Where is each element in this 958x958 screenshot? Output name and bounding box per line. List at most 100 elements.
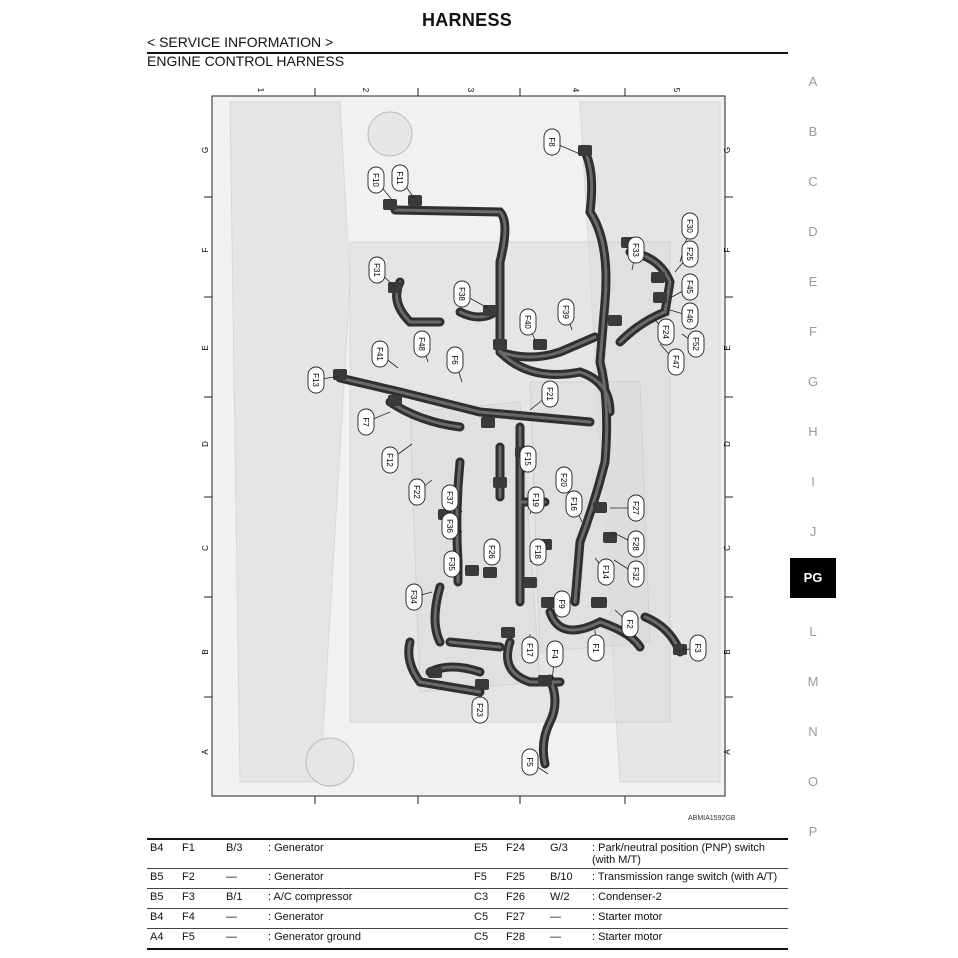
section-title: ENGINE CONTROL HARNESS [147, 53, 345, 69]
cell-conn2: F25 [506, 871, 525, 883]
connector-block-9 [533, 339, 547, 350]
cell-desc: : Generator [268, 871, 324, 883]
connector-label-f6: F6 [450, 355, 459, 365]
connector-label-f52: F52 [691, 337, 700, 351]
connector-label-f15: F15 [523, 452, 532, 466]
index-tab-p[interactable]: P [808, 824, 818, 839]
connector-label-f23: F23 [475, 703, 484, 717]
connector-block-20 [603, 532, 617, 543]
engine-round-1 [367, 111, 413, 157]
connector-label-f7: F7 [361, 417, 370, 427]
index-tab-l[interactable]: L [809, 624, 817, 639]
cell-color: — [226, 871, 237, 883]
cell-grid: B4 [150, 842, 164, 854]
connector-block-28 [501, 627, 515, 638]
cell-conn: F1 [182, 842, 195, 854]
harness-wire-highlight-18 [541, 677, 557, 766]
cell-conn2: F28 [506, 931, 525, 943]
connector-block-15 [493, 477, 507, 488]
callout-bubble-f45 [681, 273, 699, 301]
connector-label-f8: F8 [547, 137, 556, 147]
cell-desc2: : Condenser-2 [592, 891, 662, 903]
callout-bubble-f11 [391, 164, 409, 192]
cell-conn2: F27 [506, 911, 525, 923]
index-tab-i[interactable]: I [811, 474, 815, 489]
callout-bubble-f28 [627, 530, 645, 558]
connector-block-11 [333, 369, 347, 380]
connector-label-f21: F21 [545, 387, 554, 401]
cell-color2: — [550, 911, 561, 923]
connector-label-f10: F10 [371, 173, 380, 187]
cell-color: — [226, 931, 237, 943]
index-tab-d[interactable]: D [808, 224, 818, 239]
connector-block-17 [483, 567, 497, 578]
callout-bubble-f12 [381, 446, 399, 474]
cell-grid2: C5 [474, 911, 489, 923]
connector-label-f20: F20 [559, 473, 568, 487]
connector-block-23 [428, 667, 442, 678]
cell-color: B/3 [226, 842, 243, 854]
cell-desc2: : Park/neutral position (PNP) switch (wi… [592, 842, 766, 866]
callout-bubble-f41 [371, 340, 389, 368]
index-tab-h[interactable]: H [808, 424, 818, 439]
index-tab-g[interactable]: G [807, 374, 819, 389]
row-label: E [201, 345, 210, 350]
callout-bubble-f36 [441, 512, 459, 540]
callout-bubble-f20 [555, 466, 573, 494]
callout-bubble-f32 [627, 560, 645, 588]
callout-bubble-f21 [541, 380, 559, 408]
index-tab-n[interactable]: N [808, 724, 818, 739]
cell-grid: A4 [150, 931, 164, 943]
index-tab-e[interactable]: E [808, 274, 818, 289]
connector-label-f36: F36 [445, 519, 454, 533]
cell-desc: : Generator [268, 911, 324, 923]
connector-label-f26: F26 [487, 545, 496, 559]
connector-label-f18: F18 [533, 545, 542, 559]
connector-label-f30: F30 [685, 219, 694, 233]
callout-bubble-f14 [597, 558, 615, 586]
connector-label-f40: F40 [523, 315, 532, 329]
connector-label-f34: F34 [409, 590, 418, 604]
service-info-label: < SERVICE INFORMATION > [147, 34, 334, 50]
callout-bubble-f16 [565, 490, 583, 518]
callout-bubble-f17 [521, 636, 539, 664]
connector-block-7 [608, 315, 622, 326]
callout-bubble-f6 [446, 346, 464, 374]
connector-block-6 [483, 305, 497, 316]
connector-label-f48: F48 [417, 337, 426, 351]
index-tab-pg[interactable]: PG [790, 558, 836, 598]
index-tab-m[interactable]: M [807, 674, 819, 689]
connector-label-f12: F12 [385, 453, 394, 467]
callout-bubble-f22 [408, 478, 426, 506]
index-tab-a[interactable]: A [808, 74, 818, 89]
cell-grid: B5 [150, 891, 164, 903]
connector-block-19 [593, 502, 607, 513]
engine-round-2 [305, 737, 355, 787]
index-tab-c[interactable]: C [808, 174, 818, 189]
connector-block-1 [408, 195, 422, 206]
connector-label-f9: F9 [557, 599, 566, 609]
connector-label-f13: F13 [311, 373, 320, 387]
harness-wire-highlight-15 [618, 250, 672, 344]
connector-label-f22: F22 [412, 485, 421, 499]
harness-wire-highlight-14 [448, 640, 502, 649]
cell-desc2: : Transmission range switch (with A/T) [592, 871, 778, 883]
connector-label-f45: F45 [685, 280, 694, 294]
cell-color2: — [550, 931, 561, 943]
index-tab-b[interactable]: B [808, 124, 818, 139]
harness-wire-highlight-2 [498, 335, 597, 359]
callout-bubble-f40 [519, 308, 537, 336]
harness-wire-highlight-13 [506, 640, 562, 684]
index-tab-o[interactable]: O [807, 774, 819, 789]
callout-bubble-f3 [689, 634, 707, 662]
connector-block-24 [541, 597, 555, 608]
row-label: F [723, 247, 732, 252]
callout-bubble-f2 [621, 610, 639, 638]
harness-wire-highlight-3 [498, 350, 612, 414]
row-label: G [201, 147, 210, 153]
index-tab-f[interactable]: F [809, 324, 817, 339]
index-tab-j[interactable]: J [809, 524, 817, 539]
